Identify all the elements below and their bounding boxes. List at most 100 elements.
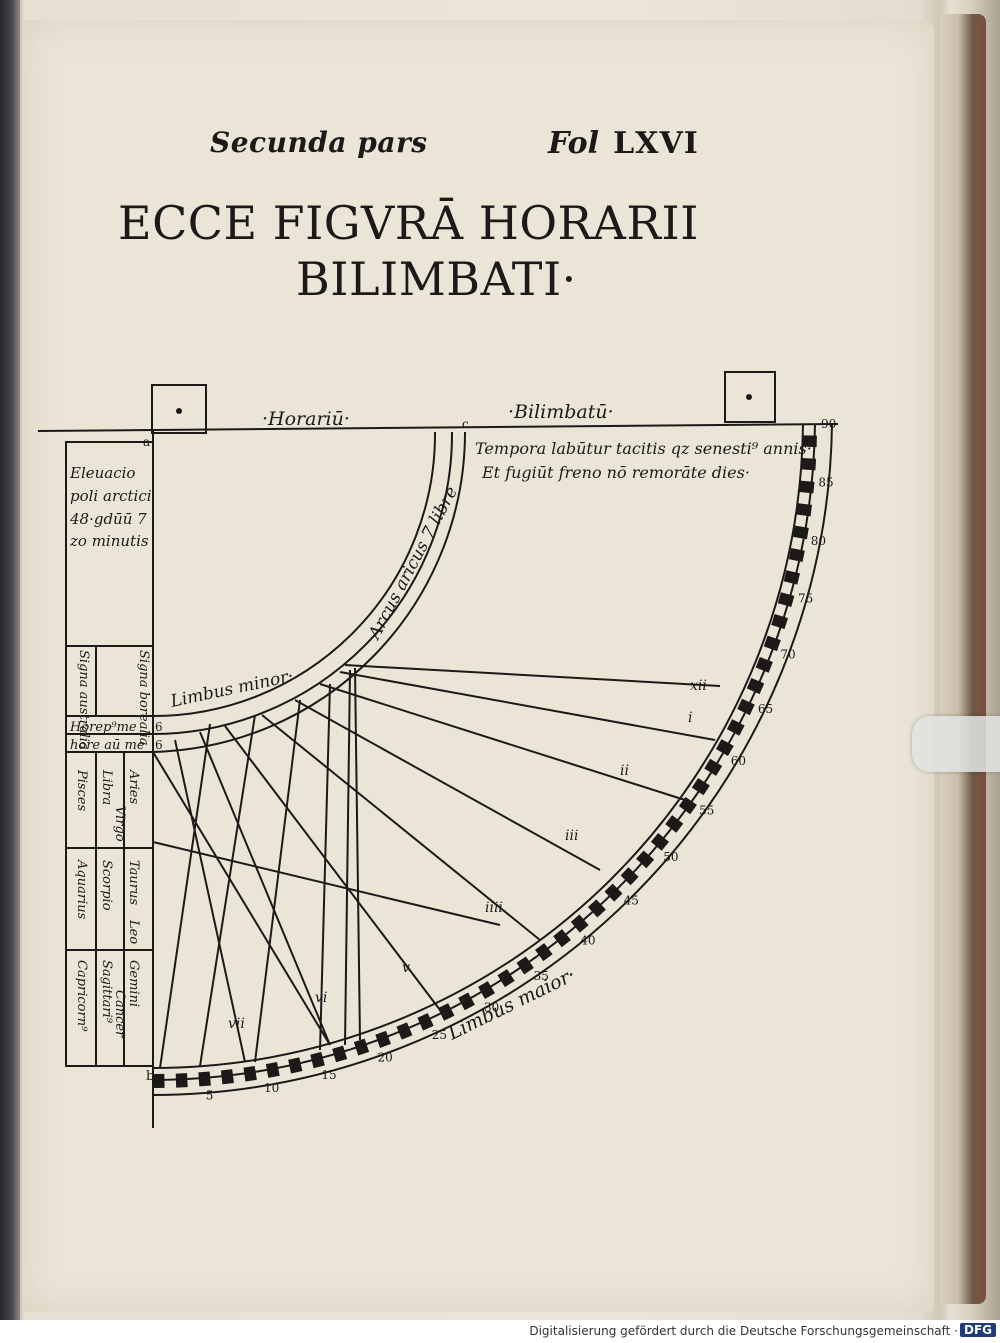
hour-line: [159, 723, 211, 1069]
scale-tick: [458, 992, 475, 1011]
scale-tick: [793, 525, 809, 540]
scale-tick: [678, 796, 697, 815]
scale-tick: [715, 739, 734, 756]
hour-line: [319, 683, 331, 1051]
zodiac-aries: Aries: [126, 769, 141, 804]
left-sight-vane: [151, 384, 207, 434]
degree-scale: [153, 435, 817, 1088]
scale-tick: [570, 914, 589, 933]
zodiac-virgo: Virgo: [112, 806, 127, 842]
label-bilimbatum: ·Bilimbatū·: [508, 401, 614, 423]
elevation-line-3: 48·gdūū 7: [69, 510, 147, 528]
scale-tick: [153, 1073, 165, 1088]
scale-number: 80: [811, 534, 826, 548]
scale-number: 85: [818, 476, 833, 490]
zodiac-sagittarius: Sagittari⁹: [99, 960, 114, 1024]
footer-bar: Digitalisierung gefördert durch die Deut…: [0, 1320, 1000, 1343]
scale-tick: [497, 969, 515, 988]
sight-hole: [176, 408, 182, 414]
scale-tick: [636, 850, 655, 869]
folio-number: LXVI: [613, 126, 699, 161]
hour-line: [294, 699, 601, 871]
scale-tick: [553, 929, 571, 948]
scale-tick: [375, 1030, 391, 1048]
scale-tick: [587, 899, 606, 918]
hour-line: [254, 699, 301, 1063]
label-horarium: ·Horariū·: [262, 408, 350, 430]
scale-tick: [516, 956, 534, 975]
zodiac-scorpio: Scorpio: [99, 860, 114, 911]
scale-tick: [288, 1057, 303, 1074]
hour-line: [344, 664, 721, 687]
scale-number: 90: [821, 417, 836, 431]
scale-number: 5: [206, 1088, 214, 1102]
scale-tick: [802, 435, 817, 448]
hour-numeral: vi: [315, 990, 327, 1006]
hour-numeral: v: [402, 960, 410, 976]
zodiac-leo: Leo: [126, 919, 141, 944]
zodiac-capricornus: Capricorn⁹: [74, 960, 89, 1032]
zodiac-gemini: Gemini: [126, 960, 141, 1007]
scale-number: 60: [731, 754, 746, 768]
scale-number: 15: [321, 1068, 336, 1082]
arcus-label: Arcus aricus 7 libre: [364, 483, 462, 644]
hour-numeral: iii: [565, 828, 578, 844]
scale-number: 40: [580, 933, 595, 947]
outer-arc: [152, 423, 804, 1069]
elevation-line-4: zo minutis: [69, 532, 149, 550]
scale-tick: [737, 698, 755, 716]
scale-tick: [332, 1045, 348, 1063]
scale-number: 55: [699, 804, 714, 818]
mark-c: c: [462, 417, 469, 431]
scale-number: 20: [378, 1050, 393, 1064]
cover-edge: [940, 14, 986, 1304]
hour-line: [344, 669, 351, 1046]
title-line-1: ECCE FIGVRĀ HORARII: [118, 196, 699, 250]
hour-line: [174, 739, 246, 1063]
scale-tick: [535, 943, 553, 962]
verse-line-2: Et fugiūt freno nō remorāte dies·: [481, 463, 750, 482]
scale-number: 75: [798, 591, 813, 605]
scale-tick: [801, 458, 817, 471]
scale-tick: [478, 981, 495, 1000]
scale-tick: [353, 1038, 370, 1056]
book-page: [22, 20, 934, 1312]
running-head: Secunda pars: [210, 126, 428, 159]
scale-tick: [650, 833, 670, 851]
scale-number: 30: [484, 1001, 499, 1015]
scale-tick: [175, 1073, 188, 1088]
outer-arc-3: [152, 423, 833, 1096]
hour-line: [199, 714, 256, 1067]
scale-tick: [763, 635, 781, 652]
elevation-line-2: poli arctici: [70, 487, 152, 505]
scale-tick: [604, 883, 623, 902]
verse-line-1: Tempora labūtur tacitis qz senesti⁹ anni…: [475, 439, 812, 458]
hour-line: [199, 731, 331, 1046]
scale-tick: [755, 656, 773, 673]
outer-arc-2: [152, 423, 816, 1081]
scale-tick: [799, 480, 815, 494]
hore-pm-label: Horep⁹me: [69, 720, 137, 735]
scale-tick: [704, 758, 723, 776]
dfg-logo: DFG: [959, 1323, 996, 1337]
hour-line: [261, 714, 541, 941]
scale-tick: [417, 1013, 434, 1031]
zodiac-aquarius: Aquarius: [74, 859, 89, 920]
scale-number: 45: [624, 894, 639, 908]
zodiac-pisces: Pisces: [74, 769, 89, 812]
hour-numeral: ii: [620, 763, 629, 779]
mark-a: a: [143, 435, 150, 449]
scale-number: 70: [780, 648, 795, 662]
scale-tick: [788, 548, 805, 563]
scale-tick: [220, 1069, 234, 1085]
scale-number: 10: [264, 1081, 279, 1095]
zodiac-libra: Libra: [99, 769, 114, 805]
scale-tick: [198, 1071, 211, 1087]
scale-tick: [796, 503, 813, 517]
scale-tick: [665, 815, 684, 833]
hour-line: [319, 683, 686, 801]
scale-tick: [691, 778, 710, 796]
